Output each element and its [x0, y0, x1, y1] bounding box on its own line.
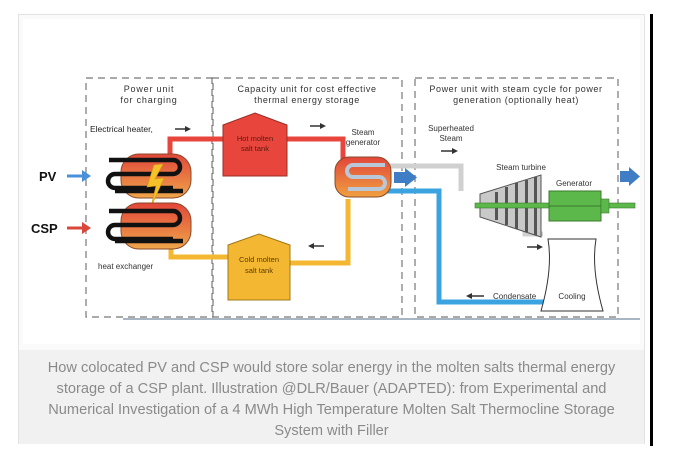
steam-generator-label-1: Steam: [351, 128, 374, 137]
csp-label: CSP: [31, 221, 58, 236]
pv-label: PV: [39, 169, 57, 184]
section-box-charging: [85, 77, 214, 318]
section-title-charging-2: for charging: [120, 95, 177, 105]
generator: [548, 190, 610, 222]
csp-heat-exchanger: [105, 202, 192, 250]
arrow-left-icon: [466, 293, 484, 299]
cold-salt-tank: Cold molten salt tank: [227, 233, 291, 301]
steam-turbine-label: Steam turbine: [496, 163, 546, 172]
section-box-storage: [211, 77, 403, 318]
plant-diagram: Power unit for charging Capacity unit fo…: [31, 77, 640, 320]
heat-exchanger-label: heat exchanger: [98, 262, 153, 271]
cooling-tower: Cooling: [540, 238, 604, 312]
section-title-storage-2: thermal energy storage: [254, 95, 360, 105]
section-title-storage-1: Capacity unit for cost effective: [237, 84, 376, 94]
condensate-pipe: [373, 188, 548, 305]
hot-salt-pipe-to-sg: [287, 136, 346, 159]
diagram-area: Power unit for charging Capacity unit fo…: [23, 19, 640, 344]
section-title-generation-1: Power unit with steam cycle for power: [429, 84, 602, 94]
condensate-label: Condensate: [493, 292, 537, 301]
arrow-right-icon: [175, 126, 191, 132]
power-output-arrow-icon: [620, 167, 640, 186]
superheated-label-1: Superheated: [428, 124, 474, 133]
hot-tank-label-2: salt tank: [241, 144, 269, 153]
arrow-right-icon: [527, 244, 543, 250]
section-title-charging-1: Power unit: [124, 84, 175, 94]
figure-card: Power unit for charging Capacity unit fo…: [18, 14, 645, 444]
section-box-generation: [414, 77, 619, 318]
steam-generator: [334, 156, 392, 198]
hot-salt-tank: Hot molten salt tank: [222, 112, 288, 177]
cooling-label: Cooling: [558, 292, 585, 301]
csp-arrow-icon: [67, 222, 91, 234]
caption-area: How colocated PV and CSP would store sol…: [19, 350, 644, 444]
electrical-heater-label: Electrical heater,: [90, 124, 153, 134]
cold-tank-label-2: salt tank: [245, 266, 273, 275]
heat-output-arrow-icon: [394, 168, 417, 187]
pv-arrow-icon: [67, 170, 91, 182]
cold-salt-pipe-from-sg: [287, 199, 351, 266]
hot-salt-pipe: [167, 136, 233, 154]
superheated-steam-pipe: [383, 163, 464, 191]
lightning-bolt-icon: [146, 163, 165, 208]
window-edge: [650, 14, 653, 446]
arrow-right-icon: [310, 123, 326, 129]
figure-caption: How colocated PV and CSP would store sol…: [47, 360, 616, 439]
steam-generator-label-2: generator: [346, 138, 381, 147]
electrical-heater-exchanger: [105, 153, 192, 208]
section-title-generation-2: generation (optionally heat): [453, 95, 579, 105]
hot-tank-label-1: Hot molten: [237, 134, 273, 143]
arrow-right-icon: [441, 148, 458, 154]
generator-label: Generator: [556, 179, 592, 188]
arrow-left-icon: [308, 243, 324, 249]
superheated-label-2: Steam: [439, 134, 462, 143]
cold-tank-label-1: Cold molten: [239, 255, 279, 264]
